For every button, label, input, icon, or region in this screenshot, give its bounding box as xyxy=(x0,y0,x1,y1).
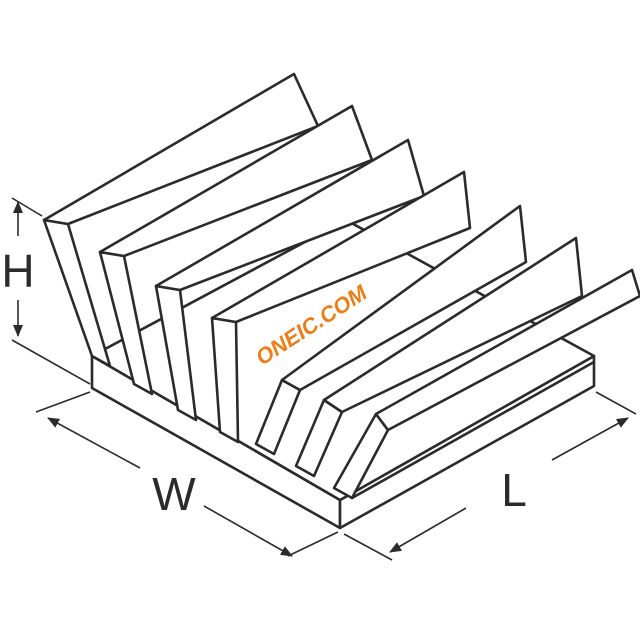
fin-4 xyxy=(210,170,472,444)
width-label: W xyxy=(152,468,196,520)
fin-7 xyxy=(332,268,640,500)
fin-6 xyxy=(294,236,584,478)
width-dimension: W xyxy=(35,391,339,557)
height-dimension: H xyxy=(1,197,91,385)
height-label: H xyxy=(1,245,34,297)
length-dimension: L xyxy=(343,391,637,561)
fin-5 xyxy=(254,204,528,456)
length-label: L xyxy=(501,464,527,516)
